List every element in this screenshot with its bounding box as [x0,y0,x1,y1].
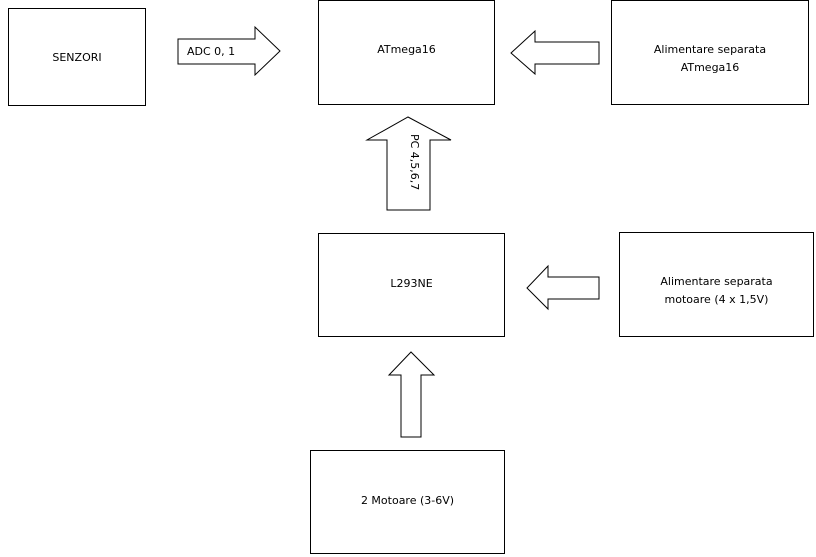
block-power-atmega-label-line1: Alimentare separata [653,43,767,56]
arrow-l293-to-atmega-label: PC 4,5,6,7 [408,134,421,190]
arrow-sensors-to-atmega-shape [177,25,281,77]
block-atmega16-label: ATmega16 [377,43,436,56]
block-power-atmega-label-line2: ATmega16 [680,61,740,74]
block-l293ne: L293NE [318,233,505,337]
arrow-sensors-to-atmega-label: ADC 0, 1 [187,45,235,58]
arrow-power-to-atmega [510,29,600,76]
arrow-l293-to-atmega: PC 4,5,6,7 [365,116,452,211]
block-senzori: SENZORI [8,8,146,106]
block-atmega16: ATmega16 [318,0,495,105]
block-power-motors-label-line1: Alimentare separata [660,275,773,288]
arrow-l293-to-atmega-shape [365,116,452,211]
block-motors-label: 2 Motoare (3-6V) [360,494,455,507]
block-senzori-label: SENZORI [52,51,102,64]
arrow-power-to-l293 [526,264,600,311]
arrow-sensors-to-atmega: ADC 0, 1 [177,25,281,77]
block-l293ne-label: L293NE [390,277,433,290]
arrow-motors-to-l293 [387,351,436,438]
block-power-motors: Alimentare separata motoare (4 x 1,5V) [619,232,814,337]
block-motors: 2 Motoare (3-6V) [310,450,505,554]
block-power-motors-label-line2: motoare (4 x 1,5V) [664,293,769,306]
block-power-atmega: Alimentare separata ATmega16 [611,0,809,105]
